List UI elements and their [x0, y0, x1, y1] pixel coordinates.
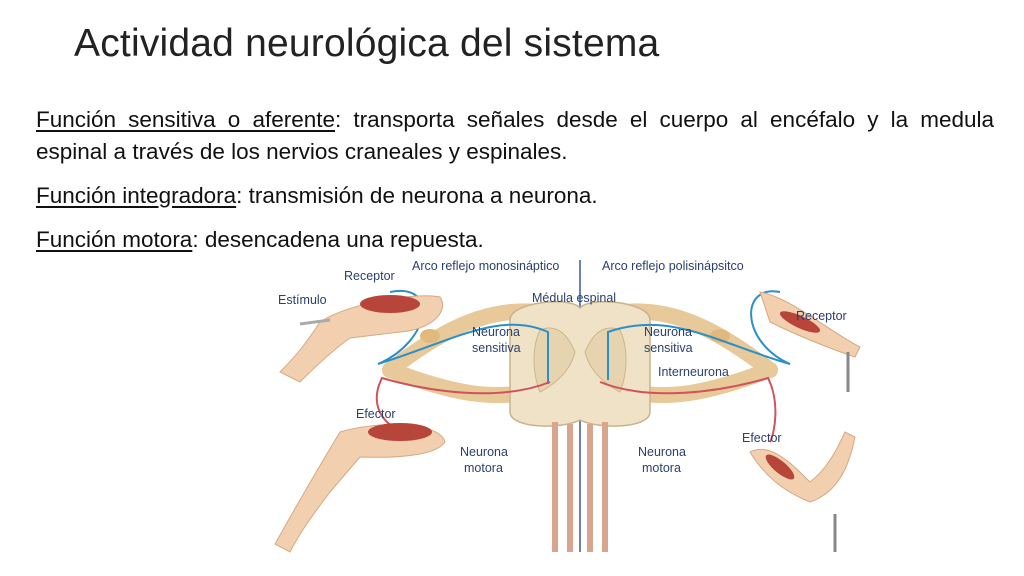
left-upper-leg	[279, 295, 443, 383]
label-neurona-motora-right-2: motora	[642, 461, 681, 475]
term-integradora: Función integradora	[36, 183, 237, 208]
term-sensitiva: Función sensitiva o aferente	[36, 107, 336, 132]
upper-arm-muscle	[779, 311, 821, 333]
definition-motora: : desencadena una repuesta.	[192, 227, 484, 252]
gray-matter-left	[533, 327, 576, 393]
definition-sensitiva: : transporta señales desde el cuerpo al …	[36, 107, 995, 164]
label-arco-mono: Arco reflejo monosináptico	[412, 259, 559, 273]
lower-leg-muscle	[368, 423, 432, 441]
upper-leg-muscle	[360, 295, 420, 313]
left-lower-leg	[274, 423, 446, 553]
label-medula: Médula espinal	[532, 291, 616, 305]
label-efector-right: Efector	[742, 431, 782, 445]
paragraph-integradora: Función integradora: transmisión de neur…	[36, 180, 994, 212]
stimulus-hammer	[299, 318, 331, 326]
lower-arm-muscle	[765, 454, 795, 480]
label-neurona-sensitiva-left-1: Neurona	[472, 325, 520, 339]
slide-body: Función sensitiva o aferente: transporta…	[36, 104, 994, 268]
reflex-arc-illustration: Arco reflejo monosináptico Arco reflejo …	[270, 252, 870, 570]
term-motora: Función motora	[36, 227, 193, 252]
reflex-arc-svg: Arco reflejo monosináptico Arco reflejo …	[274, 259, 861, 553]
label-arco-poli: Arco reflejo polisinápsitco	[602, 259, 744, 273]
motor-nerve-right	[599, 376, 777, 443]
label-interneurona: Interneurona	[658, 365, 729, 379]
slide-title: Actividad neurológica del sistema	[74, 22, 660, 65]
right-lower-arm	[749, 431, 856, 552]
paragraph-motora: Función motora: desencadena una repuesta…	[36, 224, 994, 256]
right-upper-arm	[759, 291, 861, 392]
label-estimulo: Estímulo	[278, 293, 327, 307]
label-neurona-sensitiva-right-2: sensitiva	[644, 341, 693, 355]
label-neurona-motora-left-1: Neurona	[460, 445, 508, 459]
ganglion-right	[710, 329, 730, 343]
paragraph-sensitiva: Función sensitiva o aferente: transporta…	[36, 104, 994, 168]
spinal-cord-body	[509, 301, 651, 427]
sensory-nerve-right	[607, 290, 791, 380]
label-neurona-sensitiva-left-2: sensitiva	[472, 341, 521, 355]
upper-leg-shape	[279, 295, 443, 383]
motor-nerves	[375, 376, 777, 443]
label-receptor-left: Receptor	[344, 269, 395, 283]
gray-matter-right	[584, 327, 627, 393]
label-efector-left: Efector	[356, 407, 396, 421]
ganglion-left	[420, 329, 440, 343]
definition-integradora: : transmisión de neurona a neurona.	[236, 183, 598, 208]
label-neurona-motora-left-2: motora	[464, 461, 503, 475]
lower-leg-shape	[274, 424, 446, 553]
label-neurona-sensitiva-right-1: Neurona	[644, 325, 692, 339]
spinal-cord	[509, 301, 651, 552]
label-neurona-motora-right-1: Neurona	[638, 445, 686, 459]
label-receptor-right: Receptor	[796, 309, 847, 323]
motor-nerve-left	[375, 376, 551, 431]
lower-arm-shape	[749, 431, 856, 503]
cauda-roots	[552, 422, 608, 552]
